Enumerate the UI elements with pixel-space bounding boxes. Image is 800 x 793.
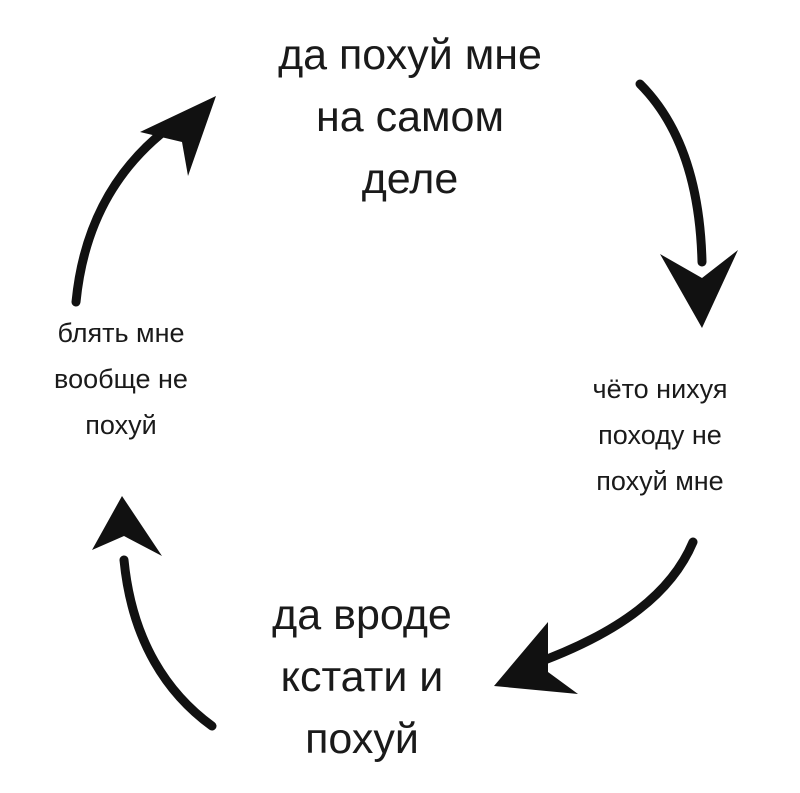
arrow-left-to-top — [71, 96, 216, 307]
cycle-node-bottom: да вроде кстати и похуй — [272, 591, 452, 763]
arrow-top-to-right — [635, 79, 738, 328]
arrow-right-to-bottom — [494, 537, 698, 694]
cycle-node-top: да похуй мне на самом деле — [278, 31, 542, 203]
cycle-node-right: чёто нихуя походу не похуй мне — [592, 374, 728, 496]
cycle-node-left: блять мне вообще не похуй — [54, 318, 188, 440]
arrow-bottom-to-left — [92, 496, 217, 731]
